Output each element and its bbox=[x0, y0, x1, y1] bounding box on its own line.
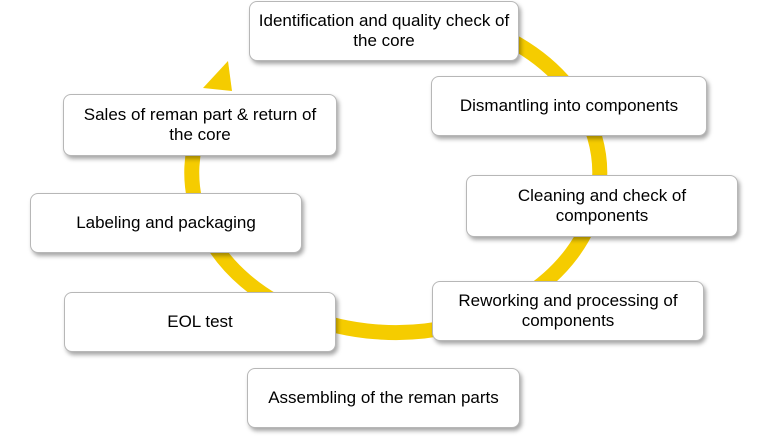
step-sales-label: Sales of reman part & return of the core bbox=[83, 104, 317, 144]
step-labeling-box: Labeling and packaging bbox=[30, 193, 302, 253]
step-labeling-label: Labeling and packaging bbox=[76, 212, 256, 232]
step-dismantling-label: Dismantling into components bbox=[459, 95, 679, 115]
step-assembling-box: Assembling of the reman parts bbox=[247, 368, 520, 428]
step-sales-box: Sales of reman part & return of the core bbox=[63, 94, 337, 156]
step-eol-test-box: EOL test bbox=[64, 292, 336, 352]
step-eol-test-label: EOL test bbox=[167, 311, 233, 331]
step-dismantling-box: Dismantling into components bbox=[431, 76, 707, 136]
step-identification-box: Identification and quality check of the … bbox=[249, 1, 519, 61]
cycle-arrowhead-icon bbox=[203, 61, 232, 91]
step-reworking-label: Reworking and processing of components bbox=[458, 290, 678, 330]
step-identification-label: Identification and quality check of the … bbox=[258, 10, 510, 50]
step-assembling-label: Assembling of the reman parts bbox=[268, 387, 499, 407]
step-cleaning-box: Cleaning and check of components bbox=[466, 175, 738, 237]
step-reworking-box: Reworking and processing of components bbox=[432, 281, 704, 341]
step-cleaning-label: Cleaning and check of components bbox=[517, 185, 687, 225]
